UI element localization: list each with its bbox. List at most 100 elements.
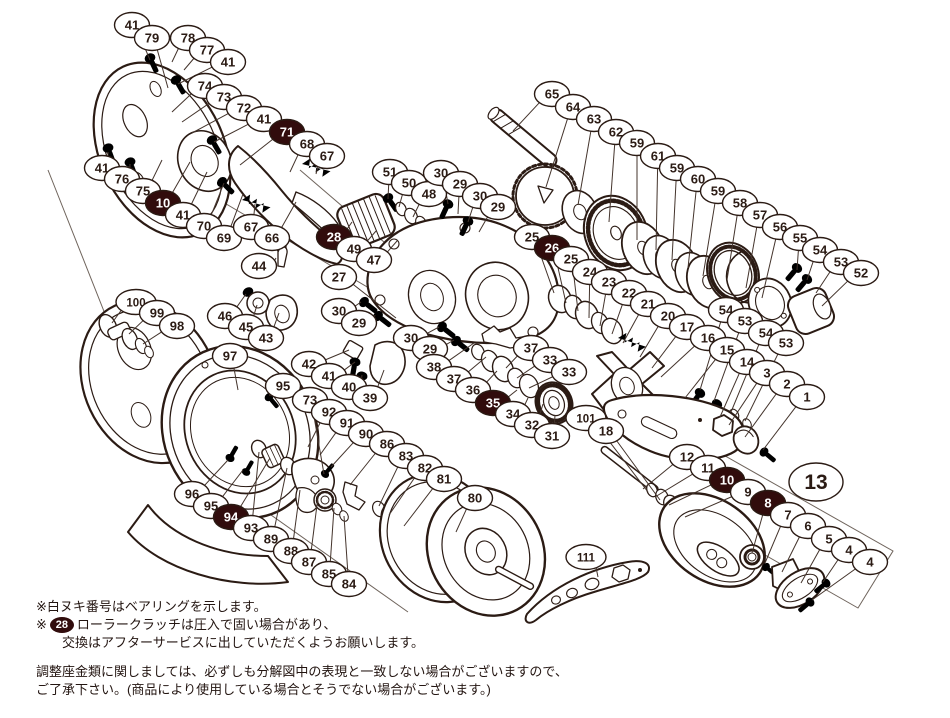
svg-text:78: 78: [181, 31, 195, 46]
svg-text:38: 38: [427, 360, 441, 375]
leader-line-10: [171, 161, 191, 194]
nut-cover-drawing: [732, 425, 760, 455]
svg-text:84: 84: [342, 577, 357, 592]
footnote-bearing: ※白ヌキ番号はベアリングを示します。: [36, 599, 267, 614]
leader-line-37: [467, 356, 487, 373]
leader-line-30: [354, 301, 362, 307]
svg-text:63: 63: [587, 112, 601, 127]
svg-text:99: 99: [150, 306, 164, 321]
svg-text:86: 86: [380, 437, 394, 452]
svg-text:35: 35: [486, 396, 500, 411]
leader-line-80: [455, 508, 468, 533]
frame-drawing: [79, 299, 320, 585]
leader-line-70: [210, 182, 225, 216]
leader-line-77: [183, 57, 195, 71]
svg-text:32: 32: [525, 418, 539, 433]
leader-line-86: [349, 452, 376, 486]
leader-line-8: [751, 514, 764, 554]
svg-text:8: 8: [764, 496, 771, 511]
balloon-80: 80: [456, 484, 494, 512]
clicker-parts-drawing: [342, 339, 406, 393]
leader-line-33: [516, 365, 536, 379]
svg-text:66: 66: [265, 231, 279, 246]
balloon-79: 79: [133, 24, 171, 52]
balloon-47: 47: [355, 246, 393, 274]
leader-line-65: [512, 101, 541, 132]
leader-line-1: [762, 405, 797, 451]
leader-line-67: [253, 203, 256, 216]
leader-line-17: [651, 335, 677, 369]
svg-text:79: 79: [145, 31, 159, 46]
svg-text:9: 9: [744, 485, 751, 500]
svg-text:29: 29: [491, 200, 505, 215]
leader-line-16: [660, 345, 696, 378]
leader-line-72: [191, 112, 229, 134]
balloon-81: 81: [425, 465, 463, 493]
leader-line-23: [599, 293, 607, 327]
leader-line-35: [507, 389, 518, 398]
svg-text:60: 60: [691, 172, 705, 187]
svg-text:49: 49: [347, 242, 361, 257]
leader-line-4: [822, 559, 839, 583]
leader-line-82: [388, 477, 416, 516]
svg-text:55: 55: [793, 231, 807, 246]
svg-text:6: 6: [804, 519, 811, 534]
leader-line-11: [654, 473, 694, 498]
balloon-4: 4: [851, 548, 889, 576]
svg-text:4: 4: [866, 555, 874, 570]
svg-text:68: 68: [300, 137, 314, 152]
svg-text:21: 21: [641, 297, 655, 312]
svg-text:41: 41: [322, 369, 336, 384]
balloon-39: 39: [351, 384, 389, 412]
svg-text:14: 14: [740, 355, 755, 370]
svg-text:1: 1: [803, 390, 810, 405]
svg-text:7: 7: [784, 508, 791, 523]
leader-line-29: [457, 196, 460, 215]
end-cap-drawing: [786, 286, 836, 336]
leader-line-53: [815, 271, 831, 294]
tension-knob-drawing: [98, 313, 154, 359]
leader-line-45: [253, 304, 258, 317]
balloon-51: 51: [371, 158, 409, 186]
svg-text:77: 77: [200, 43, 214, 58]
leader-line-33: [528, 376, 554, 389]
leader-line-41: [190, 171, 208, 205]
svg-text:93: 93: [244, 521, 258, 536]
svg-text:36: 36: [466, 383, 480, 398]
svg-text:25: 25: [525, 230, 539, 245]
svg-text:53: 53: [738, 314, 752, 329]
leader-line-34: [524, 397, 529, 406]
balloon-98: 98: [158, 312, 196, 340]
leader-line-41: [343, 361, 356, 371]
leader-line-78: [171, 47, 180, 63]
balloon-29: 29: [340, 309, 378, 337]
leader-line-46: [236, 293, 247, 308]
svg-text:11: 11: [701, 461, 715, 476]
svg-text:41: 41: [125, 18, 139, 33]
leader-line-39: [377, 369, 385, 388]
leader-line-100: [111, 309, 122, 324]
svg-text:59: 59: [630, 136, 644, 151]
leader-line-38: [448, 342, 475, 362]
svg-text:29: 29: [423, 342, 437, 357]
svg-text:101: 101: [576, 414, 596, 426]
balloon-67: 67: [308, 142, 346, 170]
leader-line-47: [386, 240, 398, 253]
svg-text:40: 40: [342, 380, 356, 395]
leader-line-64: [545, 118, 569, 188]
balloon-84: 84: [330, 570, 368, 598]
svg-text:33: 33: [543, 353, 557, 368]
svg-text:10: 10: [720, 473, 734, 488]
svg-text:54: 54: [813, 243, 828, 258]
svg-text:23: 23: [602, 275, 616, 290]
balloon-44: 44: [240, 252, 278, 280]
svg-text:64: 64: [566, 100, 581, 115]
leader-line-74: [171, 93, 193, 113]
leader-line-66: [280, 201, 297, 229]
leader-line-27: [352, 283, 397, 319]
svg-text:10: 10: [156, 196, 170, 211]
balloon-68: 68: [288, 130, 326, 158]
leader-line-12: [642, 463, 674, 490]
leader-line-36: [485, 370, 498, 383]
handle-knob-drawing: [658, 492, 833, 616]
